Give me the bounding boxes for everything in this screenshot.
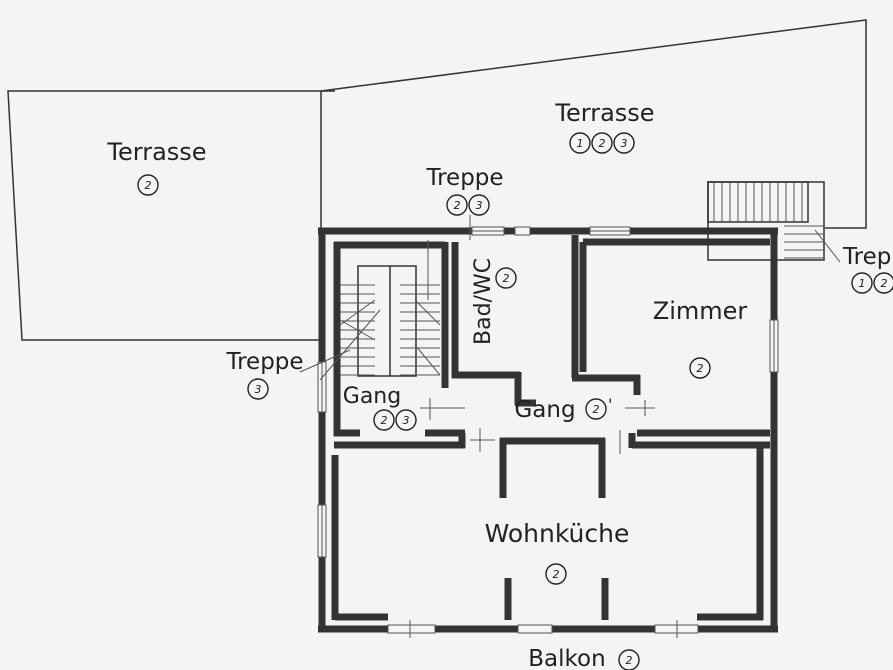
label-balkon: Balkon bbox=[528, 646, 605, 670]
room-mark-number: 2 bbox=[599, 137, 606, 150]
room-mark-circle bbox=[137, 174, 159, 196]
marks-gang-center: 2 bbox=[585, 398, 607, 420]
room-mark-circle bbox=[395, 409, 417, 431]
room-mark-number: 2 bbox=[881, 277, 888, 290]
room-mark-circle bbox=[468, 194, 490, 216]
terrace-left-outline bbox=[7, 90, 322, 341]
marks-terrasse-top: 1 2 3 bbox=[569, 132, 635, 154]
room-mark-number: 2 bbox=[593, 403, 600, 416]
room-mark-circle bbox=[545, 563, 567, 585]
label-gang-center: Gang bbox=[514, 397, 575, 423]
room-mark-circle bbox=[851, 272, 873, 294]
room-mark-number: 2 bbox=[626, 654, 633, 667]
marks-wohnkueche: 2 bbox=[545, 563, 567, 585]
terrace-top-outline bbox=[320, 19, 867, 229]
room-mark-circle bbox=[618, 649, 640, 670]
label-bad-wc: Bad/WC bbox=[471, 258, 496, 345]
room-mark-number: 2 bbox=[503, 272, 510, 285]
label-zimmer: Zimmer bbox=[653, 297, 748, 325]
room-mark-number: 3 bbox=[255, 383, 262, 396]
label-terrasse-left: Terrasse bbox=[106, 138, 206, 166]
label-treppe-left: Treppe bbox=[225, 349, 303, 375]
room-mark-number: 2 bbox=[697, 362, 704, 375]
room-mark-circle bbox=[373, 409, 395, 431]
room-mark-number: 1 bbox=[859, 277, 866, 290]
label-wohnkueche: Wohnküche bbox=[485, 519, 630, 548]
label-treppe-top: Treppe bbox=[425, 165, 503, 191]
room-mark-number: 2 bbox=[145, 179, 152, 192]
marks-bad-wc: 2 bbox=[495, 267, 517, 289]
label-gang-left: Gang bbox=[343, 384, 401, 409]
marks-terrasse-left: 2 bbox=[137, 174, 159, 196]
room-mark-circle bbox=[585, 398, 607, 420]
room-mark-circle bbox=[613, 132, 635, 154]
interior-staircase bbox=[319, 240, 441, 381]
room-mark-number: 3 bbox=[476, 199, 483, 212]
door-markers bbox=[420, 398, 655, 454]
marks-balkon: 2 bbox=[618, 649, 640, 670]
room-mark-number: 1 bbox=[577, 137, 584, 150]
room-mark-circle bbox=[591, 132, 613, 154]
exterior-staircase bbox=[707, 181, 841, 263]
room-mark-number: 2 bbox=[553, 568, 560, 581]
room-mark-number: 2 bbox=[381, 414, 388, 427]
room-mark-circle bbox=[873, 272, 893, 294]
marks-treppe-left: 3 bbox=[247, 378, 269, 400]
interior-walls bbox=[331, 235, 770, 621]
label-terrasse-top: Terrasse bbox=[554, 99, 654, 127]
room-mark-circle bbox=[247, 378, 269, 400]
room-mark-number: 3 bbox=[403, 414, 410, 427]
room-mark-number: 2 bbox=[454, 199, 461, 212]
exterior-walls bbox=[318, 227, 778, 633]
label-treppe-right: Trep bbox=[842, 244, 891, 270]
room-mark-circle bbox=[495, 267, 517, 289]
room-mark-number: 3 bbox=[621, 137, 628, 150]
room-mark-circle bbox=[689, 357, 711, 379]
room-mark-circle bbox=[569, 132, 591, 154]
room-mark-circle bbox=[446, 194, 468, 216]
gang-center-suffix: ' bbox=[608, 395, 612, 414]
marks-zimmer: 2 bbox=[689, 357, 711, 379]
